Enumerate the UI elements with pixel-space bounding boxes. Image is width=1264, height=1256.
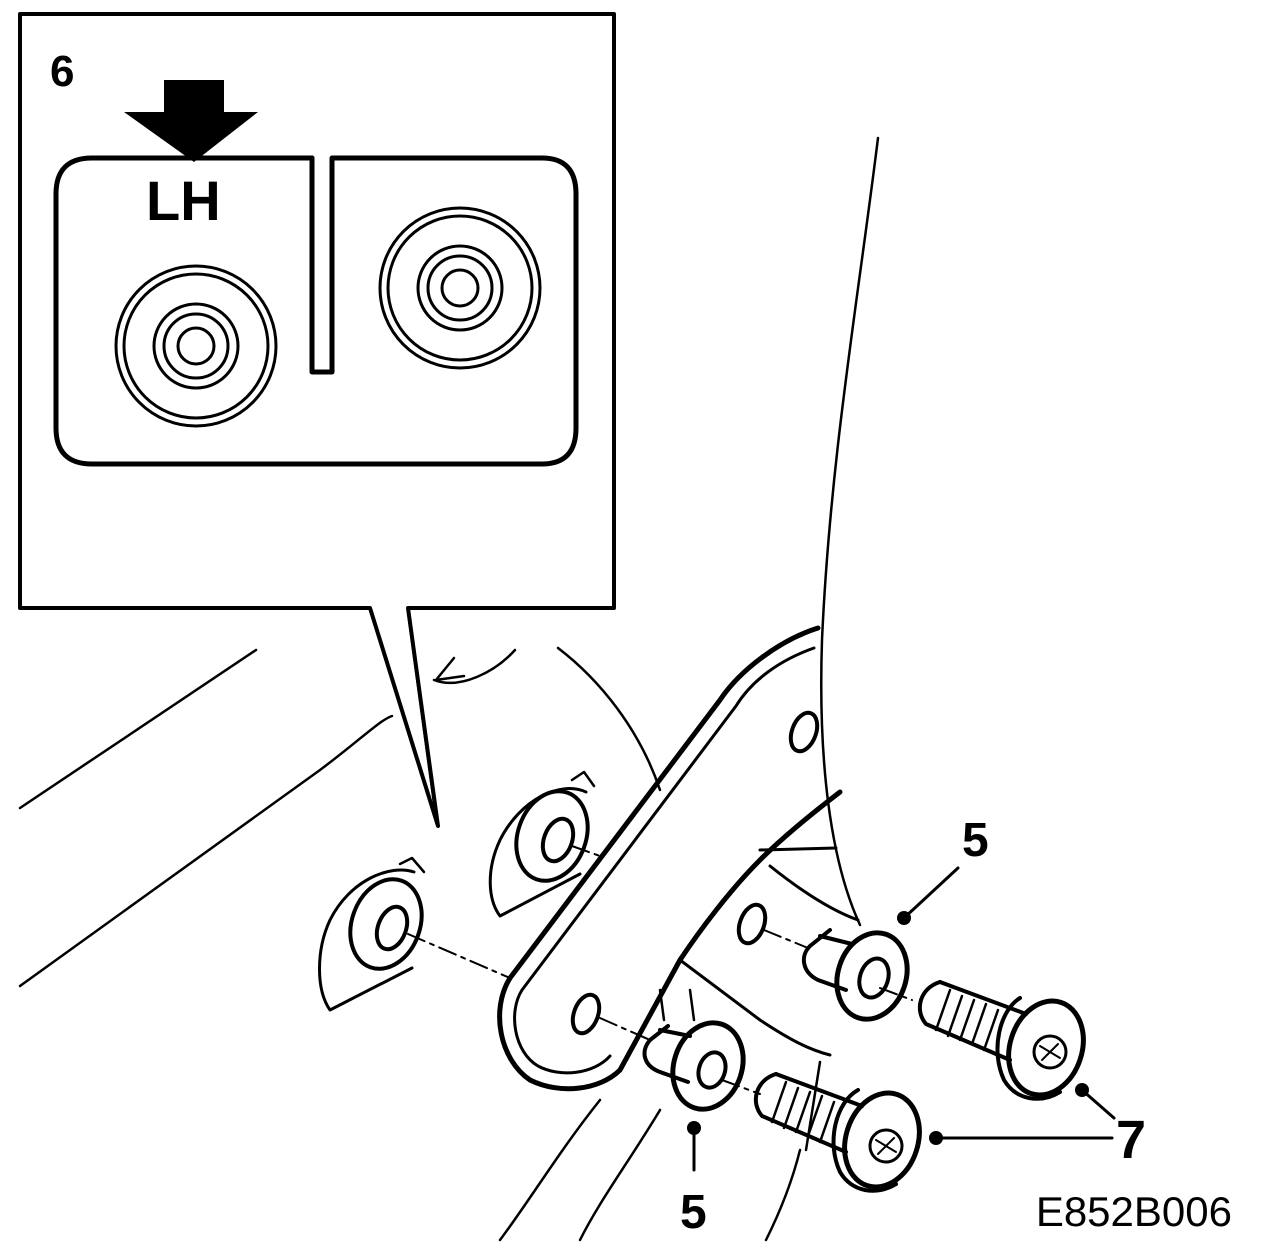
callout-spacer-lower: 5 xyxy=(680,1186,707,1239)
inset-frame xyxy=(18,12,616,828)
leader-dot-spacer-lower xyxy=(687,1121,701,1135)
leader-dot-bolt-upper xyxy=(1075,1083,1089,1097)
alignment-lines xyxy=(407,845,913,1095)
bolt-upper xyxy=(917,980,1086,1101)
figure-code: E852B006 xyxy=(1036,1188,1232,1235)
inset-spacer-right xyxy=(378,206,542,370)
rear-spacer-upper xyxy=(488,770,596,918)
callout-bolts: 7 xyxy=(1116,1110,1146,1170)
inset-bracket-plate xyxy=(53,155,579,467)
inset-callout-number: 6 xyxy=(50,47,74,96)
spacer-lower xyxy=(642,1020,746,1112)
spacer-upper xyxy=(801,928,910,1022)
mounting-bracket xyxy=(497,625,860,1092)
orientation-label: LH xyxy=(146,169,221,232)
down-arrow-icon xyxy=(124,80,258,162)
rear-spacer-lower xyxy=(318,856,426,1012)
callout-spacer-upper: 5 xyxy=(962,814,989,867)
bolt-lower xyxy=(753,1072,922,1193)
vehicle-body-lines xyxy=(18,136,880,1242)
inset-spacer-left xyxy=(114,264,278,428)
callout-leaders xyxy=(687,866,1116,1172)
inset-detail-view: 6 LH xyxy=(18,12,616,828)
leader-dot-spacer-upper xyxy=(897,911,911,925)
leader-dot-bolt-lower xyxy=(929,1131,943,1145)
